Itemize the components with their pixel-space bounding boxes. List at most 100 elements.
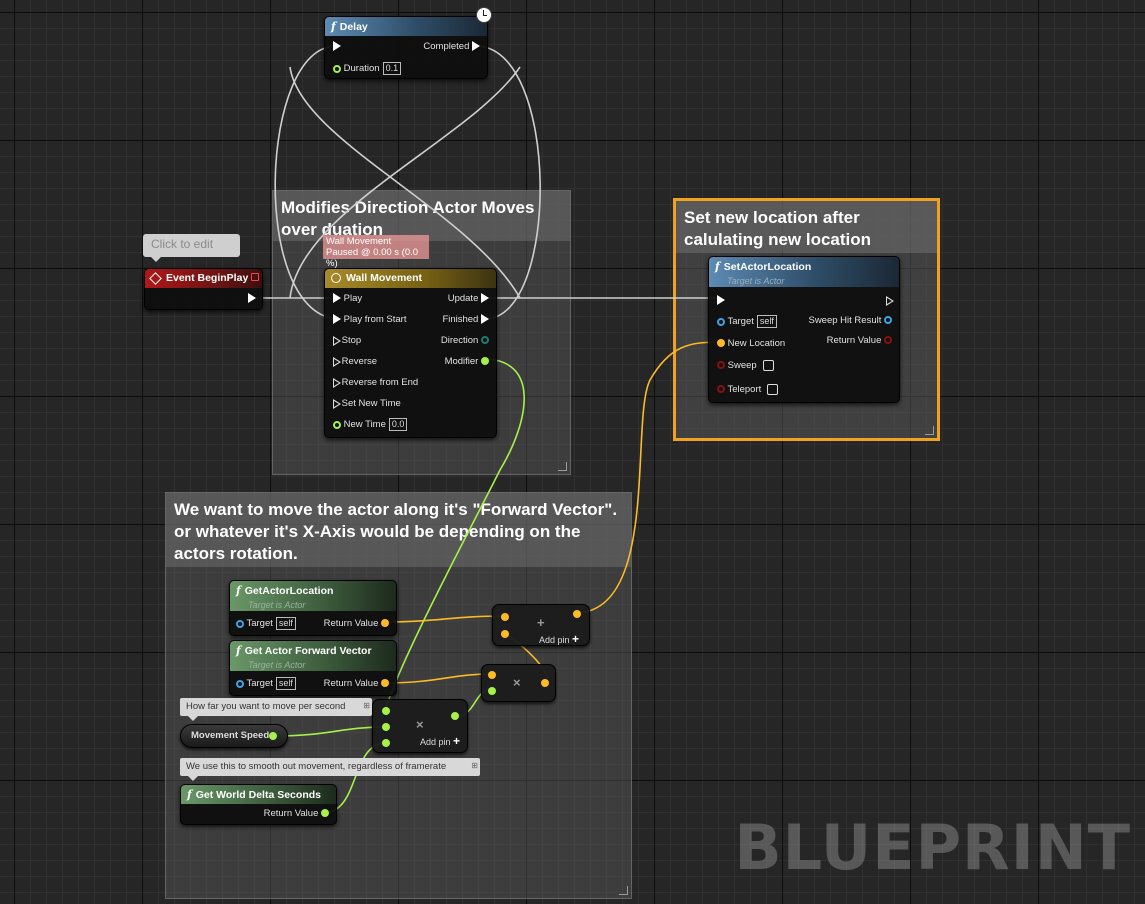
add-pin-button[interactable]: Add pin + (539, 632, 580, 646)
timeline-reverse-from-end-pin[interactable]: Reverse from End (333, 376, 418, 390)
set-location-sweep-hit-pin[interactable]: Sweep Hit Result (808, 314, 892, 328)
event-diamond-icon (149, 271, 162, 285)
timeline-play-pin[interactable]: Play (333, 292, 362, 306)
event-beginplay-header[interactable]: Event BeginPlay (145, 269, 262, 288)
event-exec-out[interactable] (248, 292, 256, 306)
set-location-teleport-pin[interactable]: Teleport (717, 383, 779, 397)
movement-speed-comment[interactable]: How far you want to move per second ⊞ (180, 698, 372, 721)
add-pin-button[interactable]: Add pin + (420, 734, 461, 748)
delay-title: Delay (339, 21, 368, 33)
get-location-return-pin[interactable]: Return Value (324, 617, 389, 631)
event-beginplay-title: Event BeginPlay (166, 272, 249, 284)
timeline-set-new-time-pin[interactable]: Set New Time (333, 397, 401, 411)
get-forward-vector-title: Get Actor Forward Vector (244, 645, 372, 657)
comment-pin-icon[interactable]: ⊞ (363, 701, 370, 710)
timeline-play-from-start-pin[interactable]: Play from Start (333, 313, 406, 327)
delay-completed-label: Completed (423, 41, 470, 52)
latent-clock-icon (476, 7, 492, 23)
timeline-title: Wall Movement (346, 272, 423, 284)
float-multiply-in-b[interactable] (382, 723, 390, 731)
float-multiply-out[interactable] (451, 712, 459, 720)
multiply-symbol: × (513, 675, 521, 690)
delay-exec-in[interactable] (333, 40, 341, 54)
vector-add-out[interactable] (573, 610, 581, 618)
function-icon: f (331, 20, 336, 33)
event-beginplay-node[interactable]: Event BeginPlay (144, 268, 263, 310)
vector-add-in-b[interactable] (501, 630, 509, 638)
timeline-modifier-pin[interactable]: Modifier (445, 355, 489, 369)
resize-handle[interactable] (925, 426, 934, 435)
comment-title-location: Set new location after calulating new lo… (676, 201, 937, 253)
delay-duration-input[interactable]: 0.1 (382, 62, 402, 75)
resize-handle[interactable] (619, 886, 628, 895)
comment-title-forward: We want to move the actor along it's "Fo… (166, 493, 631, 567)
vector-multiply-in-b[interactable] (488, 687, 496, 695)
timeline-header[interactable]: Wall Movement (325, 269, 496, 288)
timeline-direction-pin[interactable]: Direction (441, 334, 489, 348)
multiply-symbol: × (416, 717, 424, 732)
timeline-finished-pin[interactable]: Finished (442, 313, 489, 327)
set-location-exec-in[interactable] (717, 294, 725, 308)
function-icon: f (236, 644, 241, 657)
timeline-status-tooltip: Wall Movement Paused @ 0.00 s (0.0 %) (323, 235, 429, 269)
timeline-clock-icon (331, 273, 341, 284)
sweep-checkbox[interactable] (762, 359, 774, 371)
delta-seconds-return-pin[interactable]: Return Value (264, 807, 329, 821)
set-location-new-location-pin[interactable]: New Location (717, 337, 785, 351)
event-delegate-icon[interactable] (251, 273, 259, 281)
movement-speed-variable[interactable]: Movement Speed (180, 724, 288, 748)
delay-duration-label: Duration (343, 63, 380, 75)
blueprint-watermark: BLUEPRINT (734, 811, 1131, 884)
timeline-update-pin[interactable]: Update (448, 292, 489, 306)
timeline-tooltip-line1: Wall Movement (326, 236, 392, 247)
timeline-stop-pin[interactable]: Stop (333, 334, 361, 348)
vector-multiply-node[interactable]: × (481, 664, 556, 702)
set-location-sweep-pin[interactable]: Sweep (717, 359, 774, 373)
float-multiply-in-c[interactable] (382, 739, 390, 747)
vector-multiply-out[interactable] (541, 679, 549, 687)
delay-completed-pin[interactable]: Completed (423, 40, 480, 54)
set-actor-location-title: SetActorLocation (723, 261, 812, 273)
teleport-checkbox[interactable] (767, 383, 779, 395)
timeline-tooltip-line2: Paused @ 0.00 s (0.0 %) (326, 247, 419, 269)
float-multiply-node[interactable]: × Add pin + (372, 699, 468, 753)
comment-title-direction: Modifies Direction Actor Moves over duat… (273, 191, 570, 241)
timeline-node[interactable]: Wall Movement Play Play from Start Stop … (324, 268, 497, 438)
float-multiply-in-a[interactable] (382, 707, 390, 715)
get-actor-location-title: GetActorLocation (244, 585, 334, 597)
timeline-reverse-pin[interactable]: Reverse (333, 355, 377, 369)
set-location-exec-out[interactable] (886, 294, 894, 308)
set-actor-location-subtitle: Target is Actor (727, 276, 785, 286)
delta-seconds-title: Get World Delta Seconds (195, 789, 321, 801)
function-icon: f (187, 788, 192, 801)
movement-speed-out[interactable] (269, 732, 277, 740)
timeline-new-time-input[interactable]: 0.0 (388, 418, 408, 431)
delta-seconds-comment[interactable]: We use this to smooth out movement, rega… (180, 758, 480, 781)
vector-add-in-a[interactable] (501, 613, 509, 621)
resize-handle[interactable] (558, 462, 567, 471)
vector-add-node[interactable]: + Add pin + (492, 604, 590, 646)
add-symbol: + (537, 615, 545, 630)
function-icon: f (236, 584, 241, 597)
forward-return-pin[interactable]: Return Value (324, 677, 389, 691)
set-location-return-pin[interactable]: Return Value (827, 334, 892, 348)
click-to-edit-bubble[interactable]: Click to edit (143, 234, 240, 262)
vector-multiply-in-a[interactable] (488, 671, 496, 679)
function-icon: f (715, 260, 720, 273)
comment-pin-icon[interactable]: ⊞ (471, 761, 478, 770)
